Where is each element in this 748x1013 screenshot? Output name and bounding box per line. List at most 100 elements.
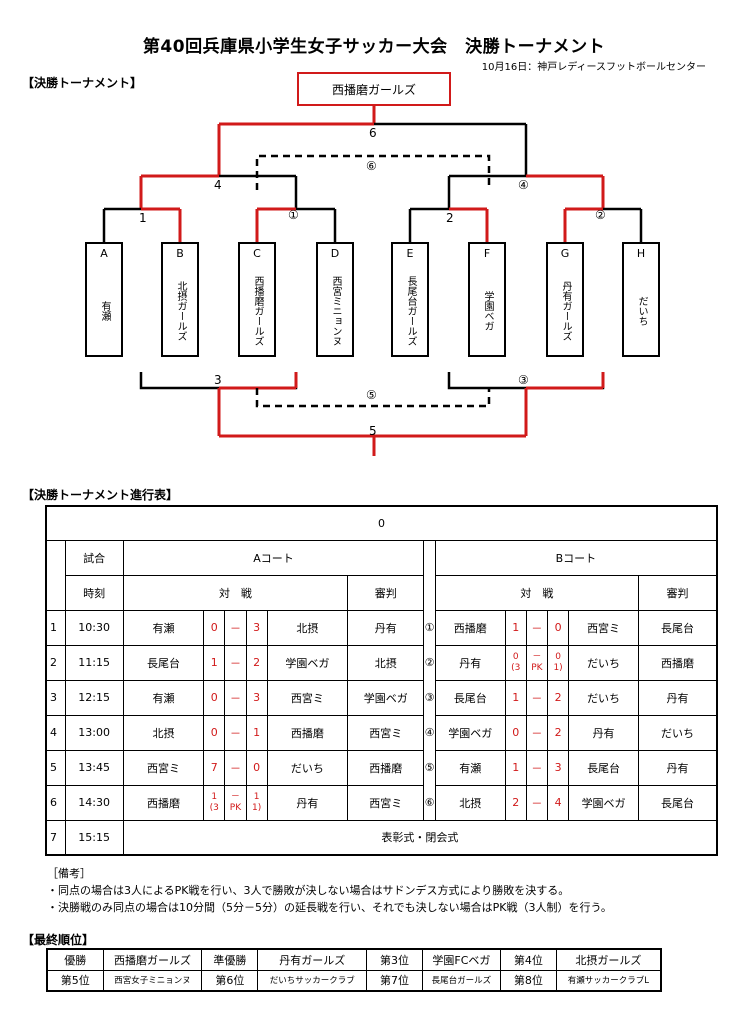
row-no: 5 [45, 749, 66, 786]
team-letter: B [176, 247, 184, 260]
ranking-row: 第5位西宮女子ミニョンヌ第6位だいちサッカークラブ第7位長尾台ガールズ第8位有瀬… [46, 969, 662, 992]
home-score-a: 0 [203, 714, 226, 751]
match-label-4c: ④ [518, 178, 529, 192]
row-mark-b: ④ [423, 715, 436, 750]
row-no: 4 [45, 714, 66, 751]
row-time: 11:15 [64, 644, 124, 681]
referee-a: 丹有 [347, 609, 425, 646]
row-time: 14:30 [64, 784, 124, 821]
page-title: 第40回兵庫県小学生女子サッカー大会 決勝トーナメント [142, 37, 606, 57]
team-name: 学園ベガ [482, 291, 493, 331]
team-name: 有瀬 [99, 301, 110, 321]
referee-b: 丹有 [638, 679, 718, 716]
team-letter: F [483, 247, 491, 260]
match-label-2c: ② [595, 208, 606, 222]
away-score-b: 2 [546, 714, 570, 751]
team-box-d: D 西宮ミニョンヌ [316, 242, 354, 357]
away-team-a: 北摂 [266, 609, 349, 646]
header-ref-a: 審判 [347, 574, 425, 611]
header-vs-a: 対 戦 [122, 574, 349, 611]
bracket-lines [102, 106, 643, 456]
header-ref-b: 審判 [638, 574, 718, 611]
match-label-5: 5 [369, 424, 377, 438]
away-score-b: 2 [546, 679, 570, 716]
rank-team: 長尾台ガールズ [422, 969, 501, 992]
row-time: 10:30 [64, 609, 124, 646]
home-score-a: 7 [203, 749, 226, 786]
score-dash-a: －PK [224, 784, 247, 821]
match-label-2: 2 [446, 211, 454, 225]
row-time: 12:15 [64, 679, 124, 716]
rank-place: 第5位 [46, 969, 104, 992]
referee-b: 長尾台 [638, 784, 718, 821]
header-match: 試合 [64, 539, 124, 576]
rank-team: だいちサッカークラブ [257, 969, 367, 992]
third-place-line-bottom [255, 388, 491, 408]
away-score-a: 2 [245, 644, 268, 681]
row-no: 1 [45, 609, 66, 646]
notes: ［備考］ ・同点の場合は3人によるPK戦を行い、3人で勝敗が決しない場合はサドン… [47, 865, 612, 916]
team-box-h: H だいち [622, 242, 660, 357]
score-dash-a: － [224, 749, 247, 786]
away-team-a: 丹有 [266, 784, 349, 821]
home-team-a: 西宮ミ [122, 749, 205, 786]
team-name: 北摂ガールズ [175, 281, 186, 341]
team-letter: E [406, 247, 414, 260]
away-score-a: 1 [245, 714, 268, 751]
score-dash-b: － [525, 679, 548, 716]
rank-place: 第4位 [499, 948, 557, 971]
away-team-a: 西播磨 [266, 714, 349, 751]
referee-b: だいち [638, 714, 718, 751]
home-team-b: 長尾台 [434, 679, 506, 716]
away-team-b: 西宮ミ [568, 609, 639, 646]
score-dash-b: － [525, 784, 548, 821]
away-score-b: 4 [546, 784, 570, 821]
rank-team: 学園FCベガ [422, 948, 501, 971]
team-name: 西播磨ガールズ [252, 276, 263, 346]
notes-heading: ［備考］ [47, 867, 91, 880]
team-name: 西宮ミニョンヌ [330, 276, 341, 346]
rank-place: 第7位 [366, 969, 423, 992]
score-dash-a: － [224, 609, 247, 646]
team-box-f: F 学園ベガ [468, 242, 506, 357]
team-name: 長尾台ガールズ [405, 276, 416, 346]
match-label-1: 1 [139, 211, 147, 225]
team-box-c: C 西播磨ガールズ [238, 242, 276, 357]
header-vs-b: 対 戦 [434, 574, 640, 611]
match-label-6: 6 [369, 126, 377, 140]
away-team-b: 長尾台 [568, 749, 639, 786]
match-label-4: 4 [214, 178, 222, 192]
score-dash-a: － [224, 714, 247, 751]
away-team-a: 西宮ミ [266, 679, 349, 716]
row-no: 2 [45, 644, 66, 681]
home-team-a: 西播磨 [122, 784, 205, 821]
score-dash-b: －PK [525, 644, 548, 681]
rank-team: 有瀬サッカークラブL [555, 969, 662, 992]
notes-line-2: ・決勝戦のみ同点の場合は10分間（5分－5分）の延長戦を行い、それでも決しない場… [47, 901, 612, 914]
header-court-b: Bコート [434, 539, 718, 576]
rank-place: 第3位 [366, 948, 423, 971]
match-label-3c: ③ [518, 373, 529, 387]
match-label-6c: ⑥ [366, 159, 377, 173]
home-score-b: 2 [504, 784, 527, 821]
away-score-b: 0 [546, 609, 570, 646]
home-score-b: 1 [504, 609, 527, 646]
rank-team: 西播磨ガールズ [102, 948, 203, 971]
away-score-a: 3 [245, 679, 268, 716]
home-score-b: 1 [504, 749, 527, 786]
referee-a: 西宮ミ [347, 784, 425, 821]
row-mark-b: ③ [423, 680, 436, 715]
away-score-a: 0 [245, 749, 268, 786]
home-score-b: 1 [504, 679, 527, 716]
team-box-b: B 北摂ガールズ [161, 242, 199, 357]
ranking-row: 優勝西播磨ガールズ準優勝丹有ガールズ第3位学園FCベガ第4位北摂ガールズ [46, 948, 662, 971]
home-team-a: 有瀬 [122, 609, 205, 646]
